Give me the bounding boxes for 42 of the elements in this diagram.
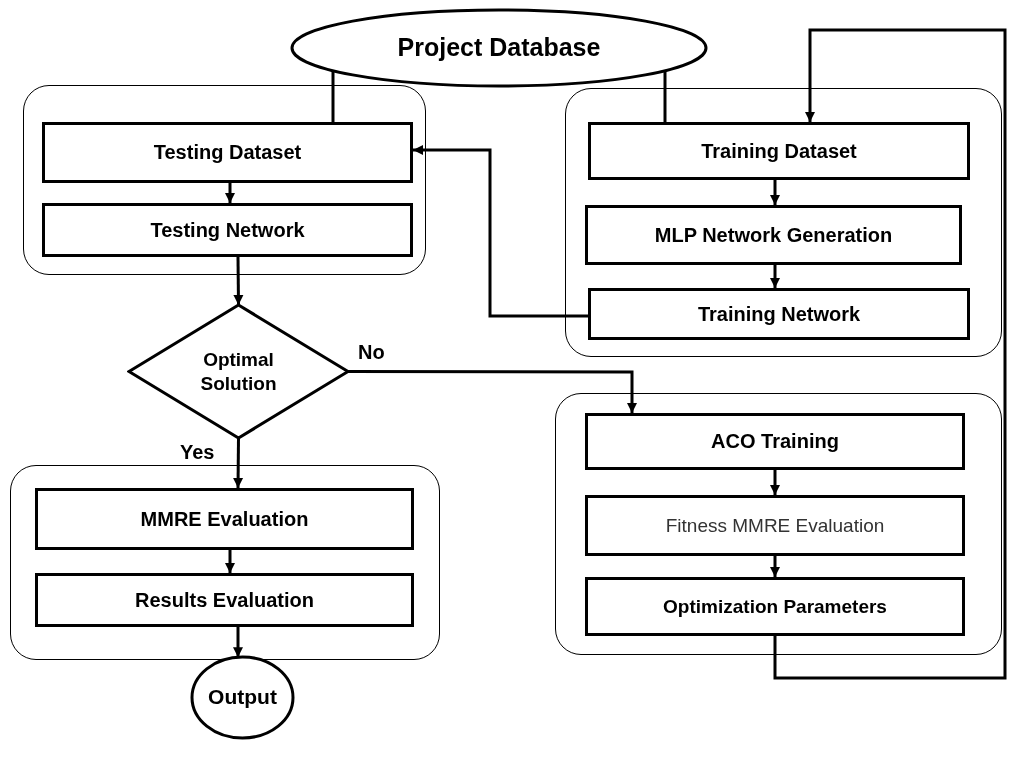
node-label: Results Evaluation bbox=[135, 587, 314, 613]
group-panel bbox=[565, 88, 1002, 357]
node-label: Output bbox=[208, 684, 277, 711]
process-box bbox=[585, 495, 965, 556]
connector-arrow bbox=[233, 627, 243, 658]
process-box bbox=[42, 203, 413, 257]
connector-arrow bbox=[225, 550, 235, 573]
node-label: Testing Network bbox=[150, 217, 305, 243]
group-panel bbox=[555, 393, 1002, 655]
connector-arrow bbox=[225, 183, 235, 203]
process-box bbox=[588, 122, 970, 180]
connector-arrow bbox=[770, 265, 780, 288]
node-label: Testing Dataset bbox=[153, 140, 302, 165]
node-label: Optimal Solution bbox=[199, 347, 278, 396]
node-label: Training Dataset bbox=[701, 138, 857, 164]
terminal-circle bbox=[190, 655, 295, 740]
process-box bbox=[585, 413, 965, 470]
connector-arrow bbox=[770, 470, 780, 495]
node-label: Project Database bbox=[397, 32, 601, 64]
process-box bbox=[42, 122, 413, 183]
process-box bbox=[588, 288, 970, 340]
node-label: MMRE Evaluation bbox=[140, 506, 309, 532]
connector-arrow bbox=[233, 257, 244, 305]
database-ellipse bbox=[290, 8, 708, 88]
connector-arrow bbox=[773, 28, 1007, 680]
process-box bbox=[35, 573, 414, 627]
connector-arrow bbox=[770, 180, 780, 205]
group-panel bbox=[23, 85, 426, 275]
connector-arrow bbox=[348, 370, 637, 413]
process-box bbox=[585, 205, 962, 265]
decision-diamond bbox=[127, 303, 350, 440]
group-panel bbox=[10, 465, 440, 660]
node-label: Training Network bbox=[697, 301, 861, 327]
node-label: Optimization Parameters bbox=[663, 594, 887, 619]
node-label: ACO Training bbox=[711, 429, 839, 454]
connector-arrow bbox=[413, 145, 588, 318]
connector-arrow bbox=[770, 556, 780, 577]
process-box bbox=[35, 488, 414, 550]
connector-arrow bbox=[233, 438, 244, 488]
node-label: Fitness MMRE Evaluation bbox=[665, 513, 885, 538]
node-label: MLP Network Generation bbox=[654, 222, 893, 248]
process-box bbox=[585, 577, 965, 636]
